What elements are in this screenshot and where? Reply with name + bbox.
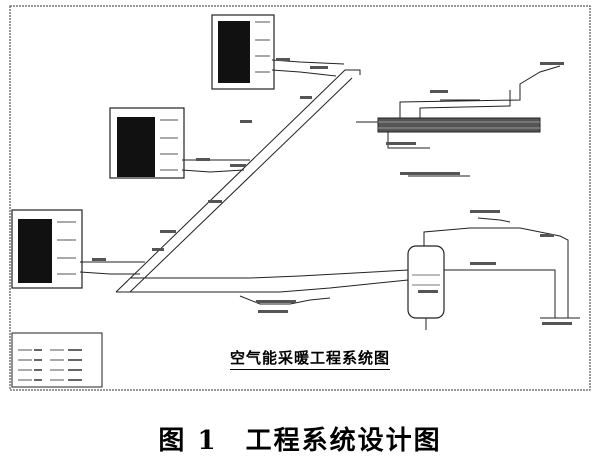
supply-pipe — [116, 269, 409, 305]
diagram-title: 空气能采暖工程系统图 — [230, 347, 391, 370]
main-pipe — [79, 59, 361, 293]
heat-pump-unit — [109, 107, 185, 179]
heat-pump-unit — [11, 209, 83, 289]
figure-caption: 图 1 工程系统设计图 — [158, 426, 442, 456]
water-tank — [407, 245, 445, 330]
return-pipe — [423, 217, 580, 319]
legend-box — [11, 332, 103, 388]
drawing-border — [9, 5, 591, 391]
heat-pump-unit — [211, 14, 275, 90]
floor-heating-section — [356, 65, 561, 177]
